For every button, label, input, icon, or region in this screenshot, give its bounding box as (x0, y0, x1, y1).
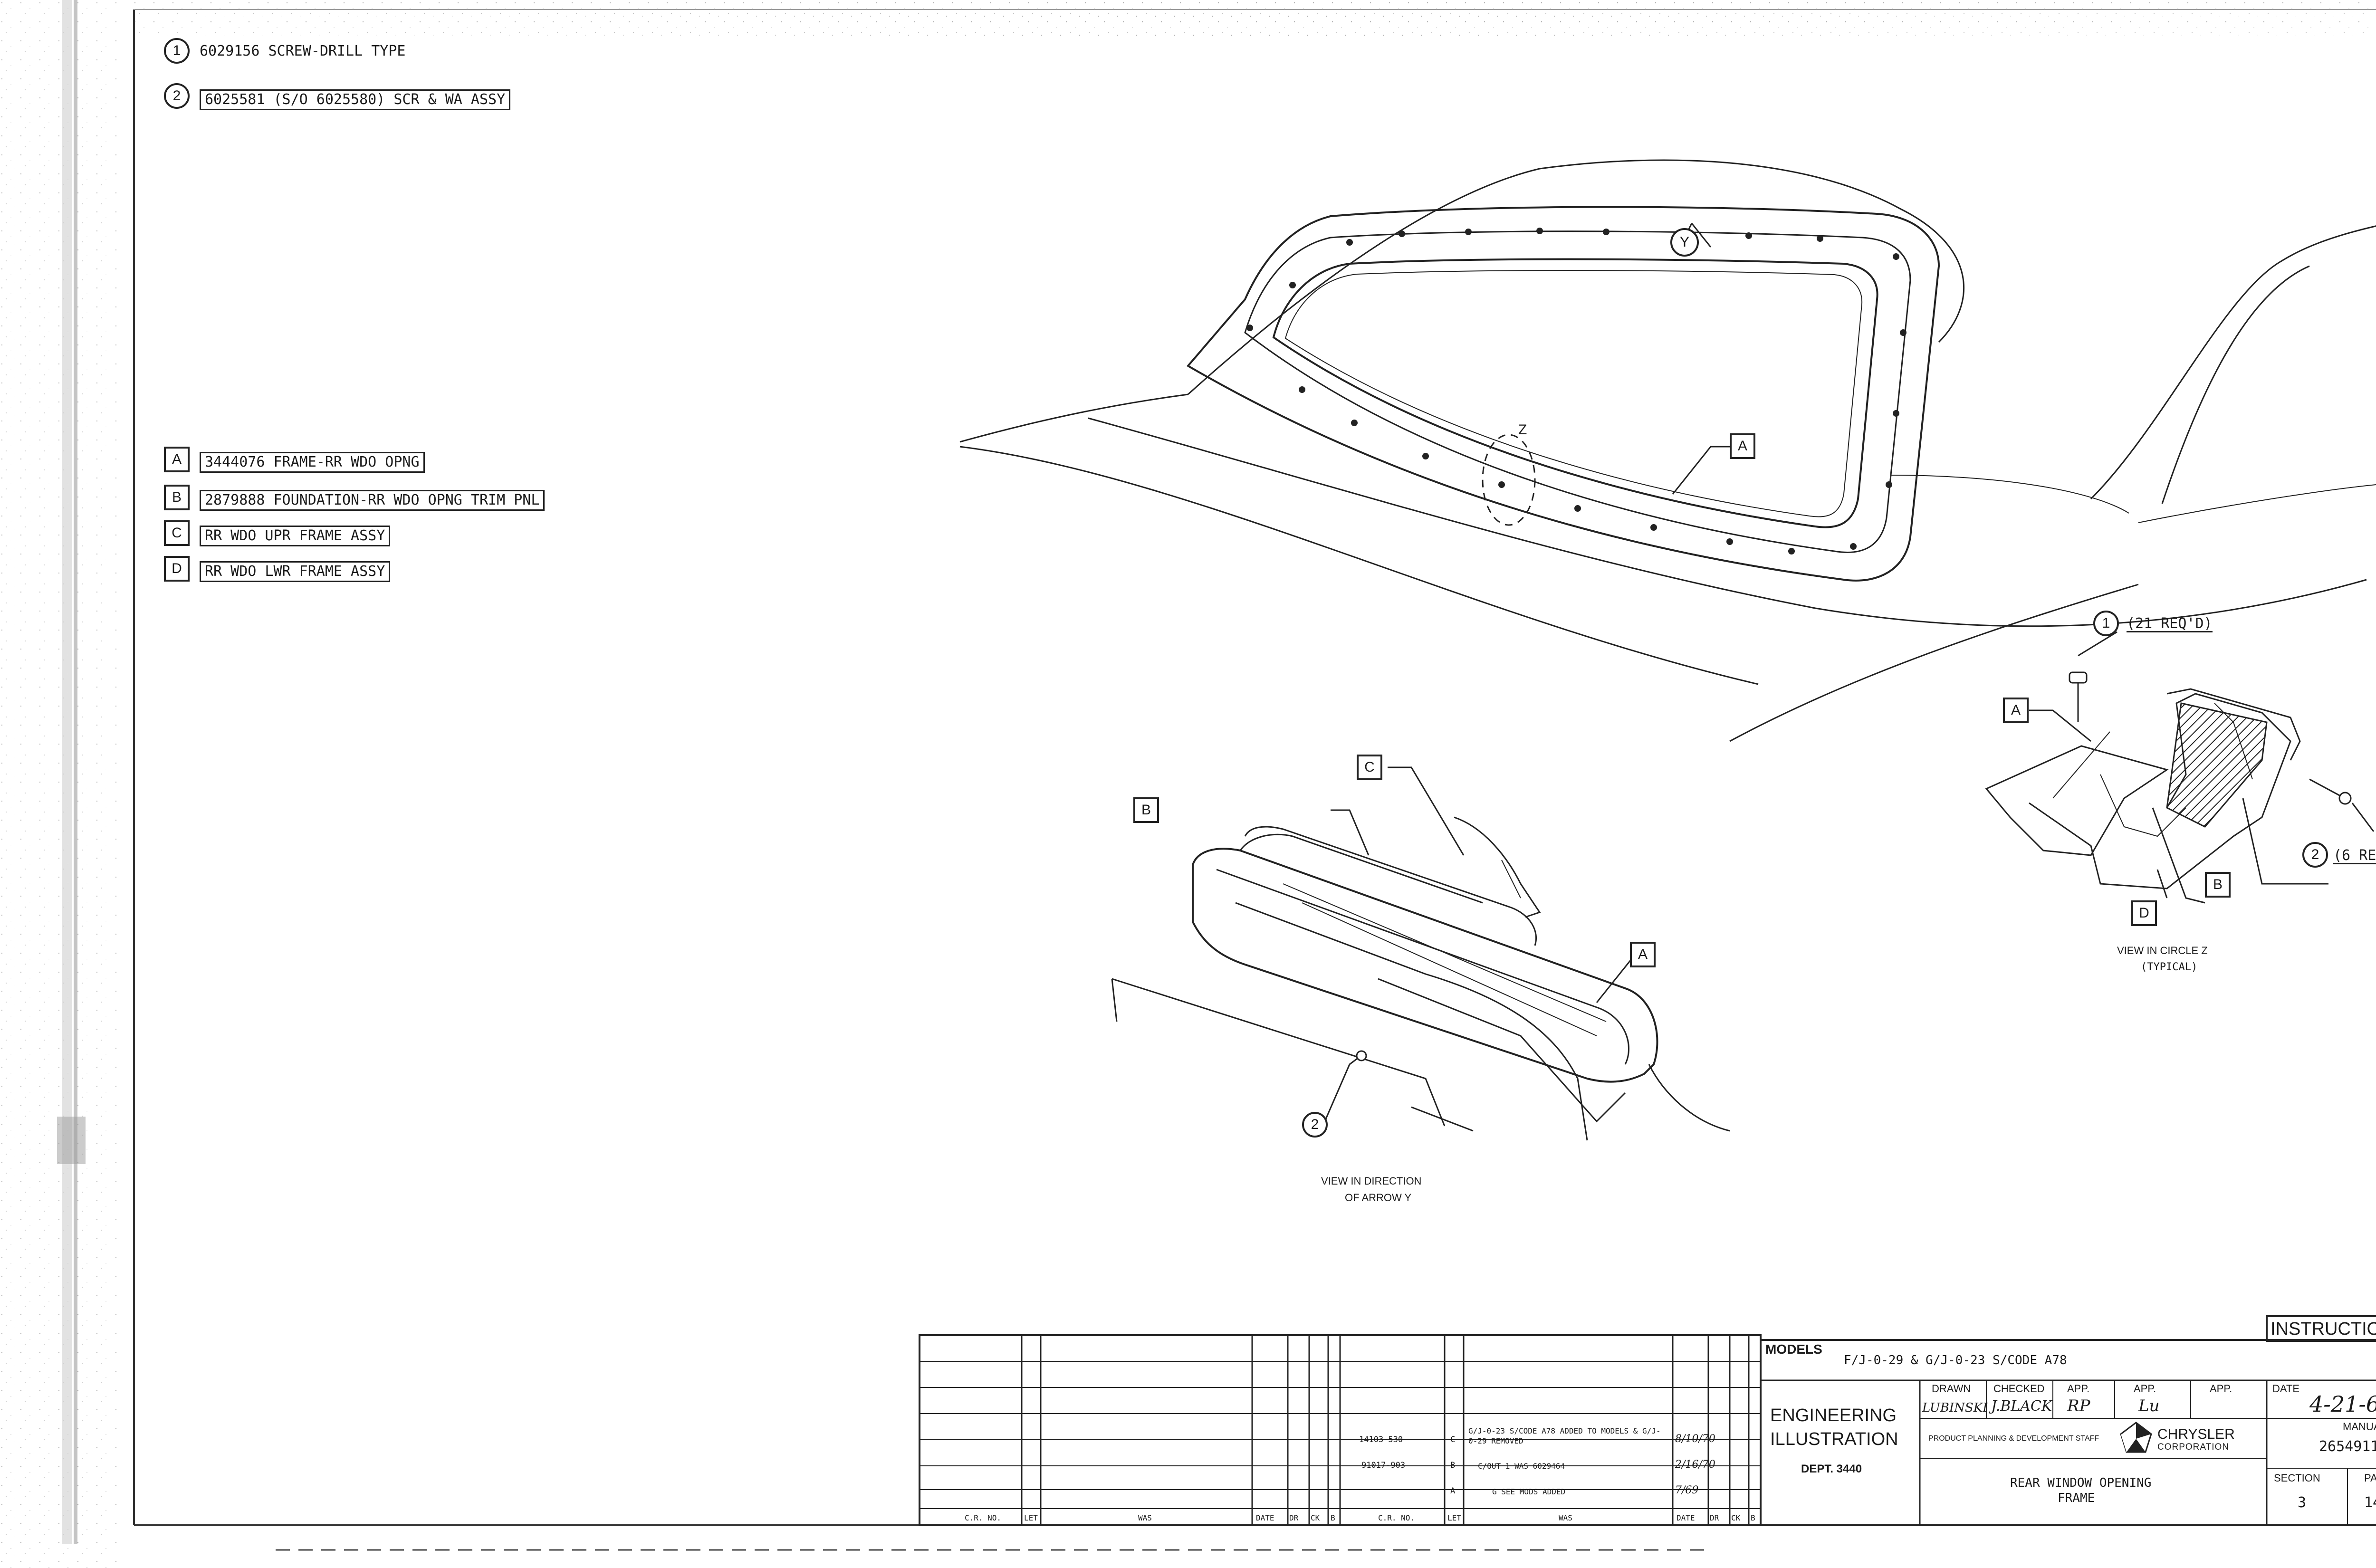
rev-col-ck-left: CK (1311, 1513, 1320, 1522)
checked-value: J.BLACK (1991, 1398, 2052, 1415)
title-line-1: REAR WINDOW OPENING (2010, 1476, 2152, 1490)
company-name: CHRYSLER (2157, 1426, 2235, 1442)
page-value: 14.9 (2364, 1494, 2376, 1511)
req-21-text: (21 REQ'D) (2127, 615, 2213, 632)
rev-col-date-right: DATE (1677, 1513, 1695, 1522)
rev-col-was-left: WAS (1138, 1513, 1152, 1522)
part-c-text: RR WDO UPR FRAME ASSY (200, 526, 391, 546)
scan-noise-left (0, 0, 119, 1568)
callout-b-viewz: B (2205, 872, 2231, 898)
app-label-3: APP. (2210, 1383, 2232, 1395)
checked-label: CHECKED (1993, 1383, 2045, 1395)
drawn-label: DRAWN (1932, 1383, 1971, 1395)
part-2-text: 6025581 (S/O 6025580) SCR & WA ASSY (200, 89, 511, 110)
callout-a-main: A (1730, 433, 1755, 459)
section-value: 3 (2298, 1494, 2307, 1511)
view-circle-z (1482, 434, 1536, 526)
part-callout-c: C (164, 520, 190, 546)
callout-2-viewy: 2 (1302, 1112, 1328, 1138)
date-label: DATE (2272, 1383, 2300, 1395)
rev-row-c-was: G/J-0-23 S/CODE A78 ADDED TO MODELS & G/… (1468, 1426, 1661, 1445)
rev-row-b-cr: 91017-903 (1361, 1461, 1406, 1470)
rev-row-c-date: 8/10/70 (1675, 1433, 1715, 1445)
callout-y-arrow: Y (1670, 228, 1699, 257)
view-z-caption-1: VIEW IN CIRCLE Z (2117, 945, 2208, 956)
scan-noise-top (133, 0, 2376, 38)
drawn-value: LUBINSKI (1922, 1401, 1988, 1415)
rev-col-cr-right: C.R. NO. (1378, 1513, 1415, 1522)
instructions-label: INSTRUCTIONS (2271, 1319, 2376, 1339)
callout-z-label: Z (1518, 422, 1527, 438)
section-label: SECTION (2274, 1472, 2320, 1484)
screw-2-drawing (2309, 778, 2375, 832)
part-1-text: 6029156 SCREW-DRILL TYPE (200, 43, 406, 59)
rev-col-dr-left: DR (1289, 1513, 1299, 1522)
part-d-text: RR WDO LWR FRAME ASSY (200, 561, 391, 582)
dept-number: DEPT. 3440 (1801, 1463, 1862, 1475)
part-callout-2: 2 (164, 83, 190, 109)
callout-1-viewz: 1 (2093, 611, 2119, 636)
callout-b-viewy: B (1133, 797, 1159, 823)
req-6-text: (6 REQ'D) (2333, 849, 2376, 864)
page-label: PAGE (2364, 1472, 2376, 1484)
manual-label: MANUAL NO. (2343, 1421, 2376, 1433)
dept-title-illustration: ILLUSTRATION (1770, 1429, 1898, 1449)
view-y-caption-2: OF ARROW Y (1345, 1192, 1412, 1204)
date-value: 4-21-69 (2309, 1391, 2376, 1417)
callout-2-viewz: 2 (2302, 842, 2328, 868)
title-line-2: FRAME (2058, 1491, 2095, 1505)
app-value-1: RP (2067, 1396, 2090, 1415)
screw-1-drawing (2069, 631, 2117, 722)
scan-edge-band (62, 0, 72, 1544)
rev-row-a-date: 7/69 (1675, 1484, 1699, 1496)
main-rear-body-view (959, 159, 2376, 742)
rev-col-date-left: DATE (1256, 1513, 1274, 1522)
rev-row-c-cr: 14103-530 (1359, 1435, 1403, 1444)
company-sub: CORPORATION (2157, 1442, 2230, 1452)
rev-row-b-date: 2/16/70 (1675, 1459, 1715, 1471)
chrysler-pentastar-logo (2120, 1422, 2152, 1453)
app-label-1: APP. (2067, 1383, 2090, 1395)
rev-row-b-let: B (1450, 1461, 1456, 1470)
callout-a-viewy: A (1630, 942, 1656, 967)
dept-title-engineering: ENGINEERING (1770, 1405, 1897, 1425)
models-value: F/J-0-29 & G/J-0-23 S/CODE A78 (1844, 1353, 2067, 1367)
part-callout-a: A (164, 447, 190, 472)
rev-row-a-let: A (1450, 1486, 1456, 1496)
app-value-2: Lu (2138, 1396, 2160, 1415)
rev-row-a-was: G SEE MODS ADDED (1492, 1487, 1566, 1496)
rev-col-cr-left: C.R. NO. (965, 1513, 1002, 1522)
part-callout-d: D (164, 556, 190, 582)
callout-c-viewy: C (1357, 755, 1382, 780)
rev-row-c-let: C (1450, 1435, 1456, 1444)
rev-col-ck-right: CK (1731, 1513, 1741, 1522)
staff-label: PRODUCT PLANNING & DEVELOPMENT STAFF (1928, 1434, 2099, 1443)
rev-col-let-right: LET (1447, 1513, 1461, 1522)
rev-col-let-left: LET (1024, 1513, 1038, 1522)
models-label: MODELS (1765, 1342, 1822, 1357)
rev-col-dr-right: DR (1710, 1513, 1719, 1522)
part-b-text: 2879888 FOUNDATION-RR WDO OPNG TRIM PNL (200, 490, 545, 511)
part-callout-1: 1 (164, 38, 190, 64)
view-y-caption-1: VIEW IN DIRECTION (1321, 1175, 1422, 1187)
view-in-circle-z-detail (1985, 631, 2375, 904)
part-a-text: 3444076 FRAME-RR WDO OPNG (200, 452, 425, 473)
rev-col-was-right: WAS (1559, 1513, 1572, 1522)
rev-col-b-right: B (1751, 1513, 1755, 1522)
app-label-2: APP. (2134, 1383, 2156, 1395)
part-callout-b: B (164, 485, 190, 510)
rev-col-b-left: B (1331, 1513, 1335, 1522)
view-z-caption-2: (TYPICAL) (2141, 961, 2198, 973)
callout-d-viewz: D (2131, 900, 2157, 926)
rev-row-b-was: C/OUT 1 WAS 6029464 (1478, 1462, 1565, 1471)
view-arrow-y-detail (1111, 766, 1730, 1141)
title-block-grid (1760, 1315, 2376, 1526)
callout-a-viewz: A (2003, 698, 2029, 723)
manual-value: 2654911 (2319, 1438, 2376, 1455)
